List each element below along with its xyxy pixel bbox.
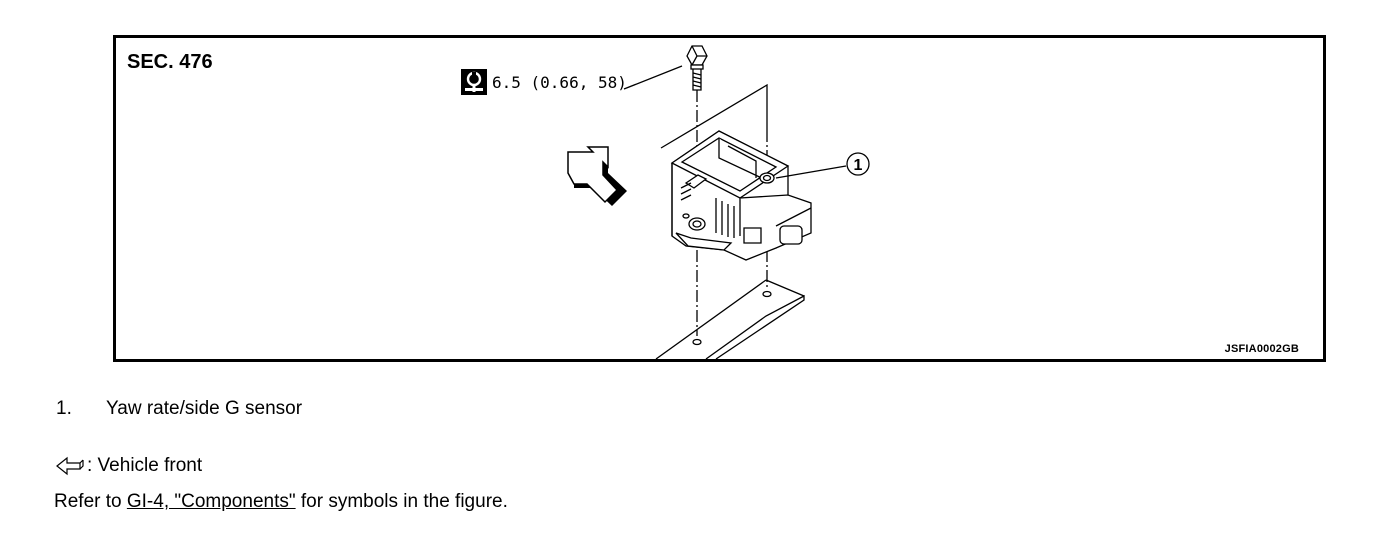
legend-item: 1. Yaw rate/side G sensor — [56, 398, 302, 420]
sensor-installation-drawing: 1 — [567, 45, 870, 359]
callout-circle — [846, 152, 870, 176]
sensor-drawing — [670, 130, 812, 261]
reference-note: Refer to GI-4, "Components" for symbols … — [54, 491, 508, 513]
vehicle-front-arrow-icon — [567, 146, 627, 206]
reference-suffix: for symbols in the figure. — [295, 491, 508, 512]
callout-number: 1 — [854, 157, 863, 174]
figure-id: JSFIA0002GB — [1224, 343, 1299, 355]
components-link[interactable]: GI-4, "Components" — [126, 491, 296, 512]
vehicle-front-note: : Vehicle front — [56, 455, 202, 477]
vehicle-front-arrow-icon — [56, 456, 84, 476]
section-label: SEC. 476 — [127, 51, 213, 73]
callout-leader-line — [775, 165, 847, 179]
bolt-drawing — [686, 45, 708, 91]
legend-item-number: 1. — [56, 398, 72, 419]
mounting-bracket-drawing — [655, 279, 805, 359]
torque-spec: 6.5 (0.66, 58) — [461, 69, 627, 95]
torque-wrench-icon — [461, 69, 487, 95]
vehicle-front-label: : Vehicle front — [87, 455, 203, 476]
reference-prefix: Refer to — [54, 491, 127, 512]
torque-value: 6.5 (0.66, 58) — [492, 72, 627, 92]
torque-leader-line — [623, 65, 683, 90]
figure-frame: SEC. 476 6.5 (0.66, 58) — [113, 35, 1326, 362]
legend-item-label: Yaw rate/side G sensor — [106, 398, 303, 419]
